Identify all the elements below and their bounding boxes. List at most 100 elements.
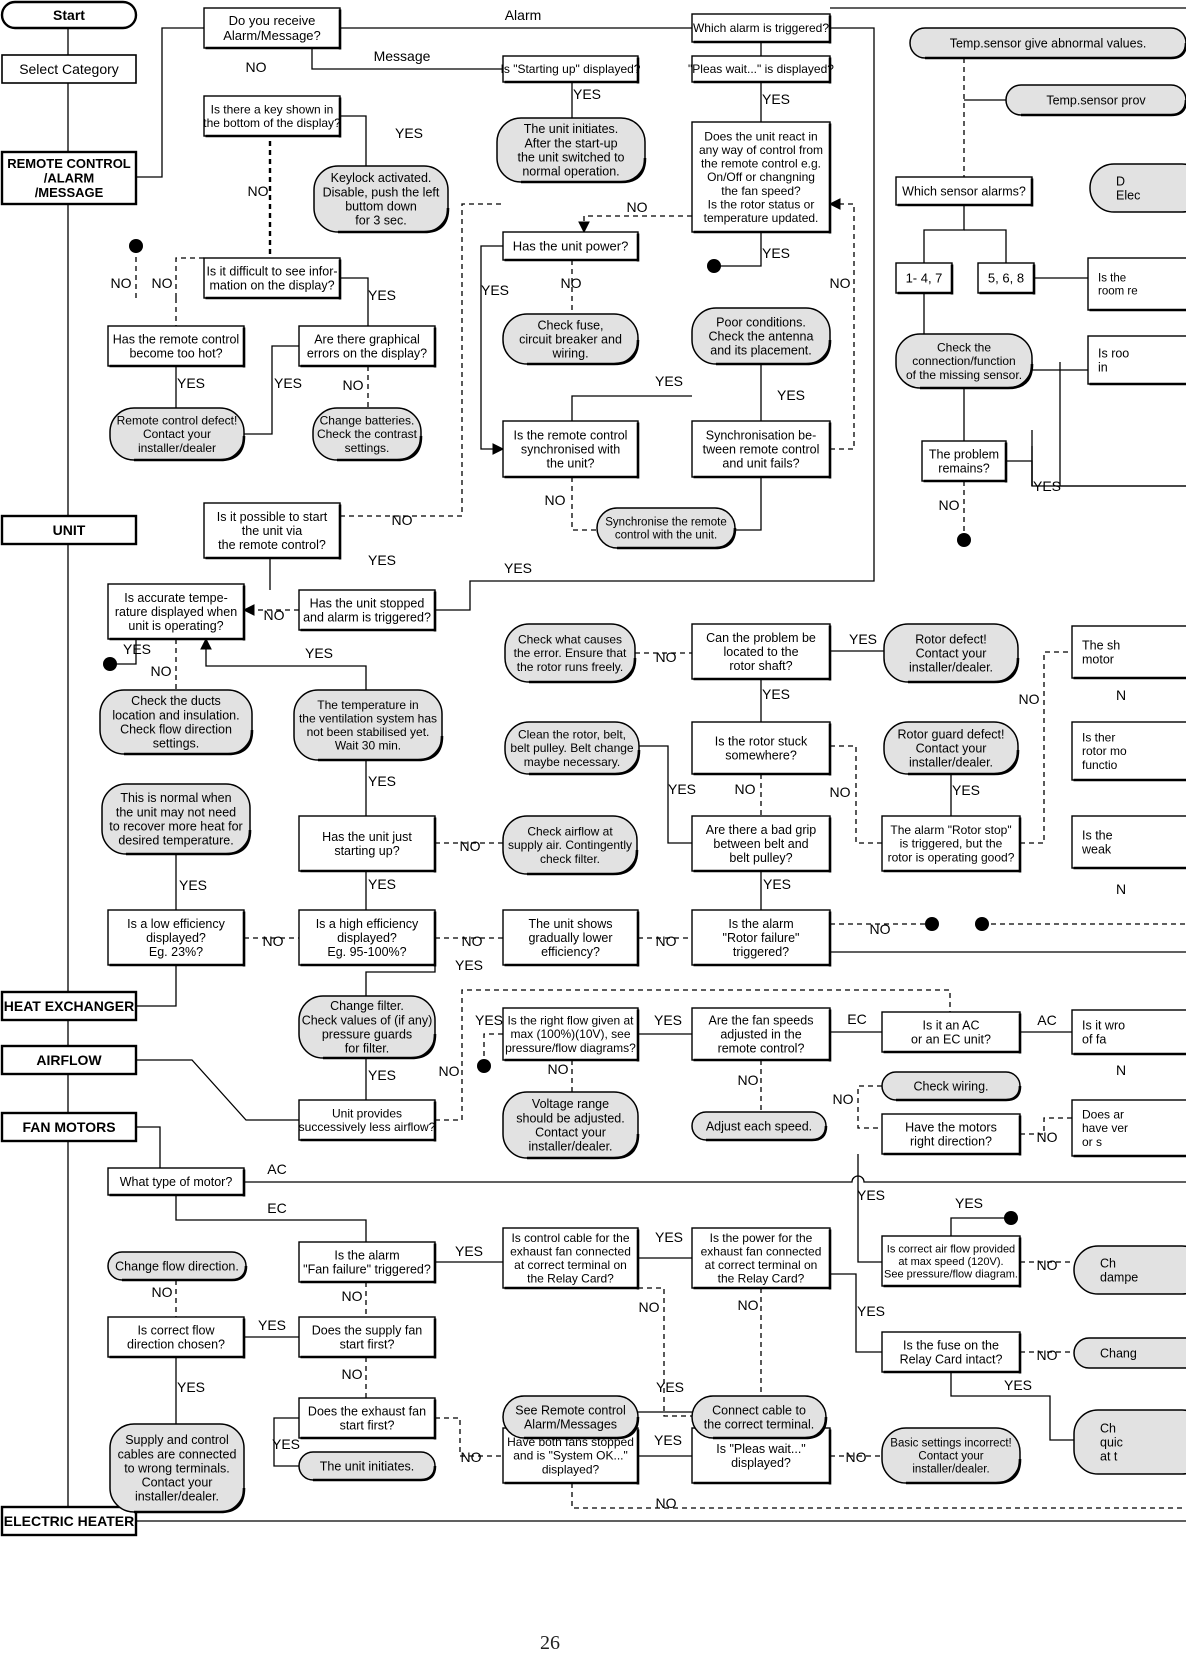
- edge-label-yes: YES: [504, 560, 532, 576]
- edge-label-no: NO: [342, 1288, 363, 1304]
- edge-label-no: NO: [111, 275, 132, 291]
- node-text-airflow: AIRFLOW: [36, 1052, 102, 1068]
- edge-label-yes: YES: [849, 631, 877, 647]
- edge-label-yes: YES: [654, 1432, 682, 1448]
- terminal-dot: [477, 1059, 491, 1073]
- node-text-q-pleas-wait2: Is "Pleas wait..."displayed?: [716, 1442, 805, 1470]
- edge-label-no: NO: [656, 649, 677, 665]
- edge-label-yes: YES: [368, 876, 396, 892]
- edge-label-yes: YES: [573, 86, 601, 102]
- edge-label-no: NO: [152, 1284, 173, 1300]
- node-a-temp-prov: Temp.sensor prov: [1005, 84, 1186, 117]
- node-text-a-change-filter: Change filter.Check values of (if any)pr…: [302, 999, 433, 1055]
- node-text-q-starting-up: Is "Starting up" displayed?: [501, 62, 641, 76]
- node-start: Start: [0, 0, 138, 30]
- edge-label-yes: YES: [455, 957, 483, 973]
- node-text-remote: REMOTE CONTROL/ALARM/MESSAGE: [7, 156, 131, 200]
- edge-label-yes: YES: [475, 1012, 503, 1028]
- edge-label-ec: EC: [847, 1011, 866, 1027]
- node-text-q-has-power: Has the unit power?: [513, 239, 629, 254]
- node-text-a-unit-initiates2: The unit initiates.: [320, 1459, 415, 1473]
- edge-label-ac: AC: [1037, 1012, 1056, 1028]
- node-a-temp-abnormal: Temp.sensor give abnormal values.: [909, 27, 1186, 60]
- node-a-unit-initiates2: The unit initiates.: [298, 1451, 437, 1482]
- node-q-starting-up: Is "Starting up" displayed?: [501, 55, 641, 84]
- edge-label-no: NO: [1037, 1347, 1058, 1363]
- edge-label-no: NO: [738, 1297, 759, 1313]
- edge-label-yes: YES: [368, 773, 396, 789]
- node-heat-exchanger: HEAT EXCHANGER: [0, 990, 138, 1022]
- edge-label-yes: YES: [762, 91, 790, 107]
- node-q-pleas-wait: "Pleas wait..." is displayed?: [688, 55, 834, 84]
- node-text-q-s-2: 5, 6, 8: [988, 271, 1024, 286]
- edge-label-yes: YES: [655, 373, 683, 389]
- edge-label-no: NO: [830, 275, 851, 291]
- node-text-q-difficult-see: Is it difficult to see infor-mation on t…: [206, 264, 337, 292]
- edge-label-no: NO: [738, 1072, 759, 1088]
- edge-label-yes: YES: [368, 1067, 396, 1083]
- edge-label-no: NO: [639, 1299, 660, 1315]
- edge-label-n: N: [1116, 687, 1126, 703]
- edge-label-yes: YES: [177, 1379, 205, 1395]
- edge-label-yes: YES: [656, 1379, 684, 1395]
- edge-label-yes: YES: [305, 645, 333, 661]
- edge-label-yes: YES: [258, 1317, 286, 1333]
- terminal-dot: [957, 533, 971, 547]
- edge-label-no: NO: [735, 781, 756, 797]
- edge-label-yes: YES: [455, 1243, 483, 1259]
- page-number: 26: [540, 1632, 560, 1654]
- edge-label-no: NO: [151, 663, 172, 679]
- edge-label-yes: YES: [655, 1229, 683, 1245]
